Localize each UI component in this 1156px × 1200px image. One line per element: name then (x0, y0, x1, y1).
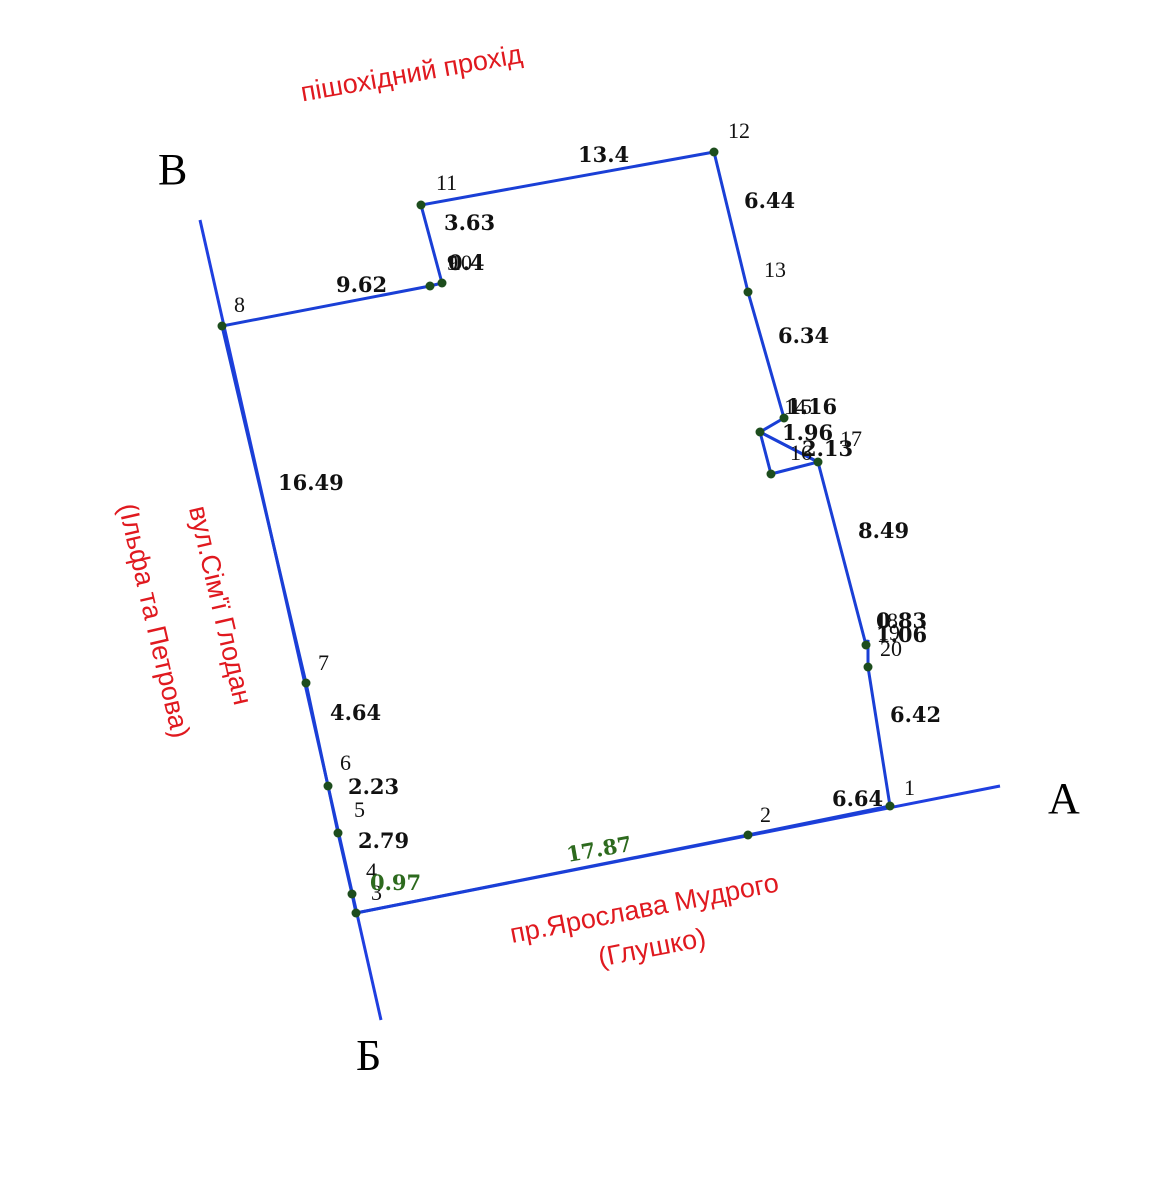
length-label-10-11: 3.63 (444, 210, 495, 235)
point-label-15: 15 (790, 394, 812, 419)
length-label-12-13: 6.44 (744, 188, 795, 213)
vertex-marker (351, 908, 361, 918)
length-label-7-8: 16.49 (278, 470, 344, 495)
point-label-20: 20 (880, 636, 902, 661)
point-label-14: 14 (784, 394, 806, 419)
length-label-5-6: 2.23 (348, 774, 399, 799)
length-label-9-10: 0.4 (448, 250, 485, 275)
plot-notch (757, 429, 823, 476)
plot-boundary (220, 150, 892, 915)
point-label-19: 19 (878, 620, 900, 645)
vertex-marker (425, 281, 435, 291)
street-name-left: вул.Сім'ї Глодан (Ільфа та Петрова) (113, 500, 258, 740)
length-label-4-5: 2.79 (358, 828, 409, 853)
point-label-4: 4 (366, 858, 377, 883)
vertex-marker (217, 321, 227, 331)
length-label-13-14: 6.34 (778, 323, 829, 348)
vertex-marker (863, 662, 873, 672)
corner-label-v: В (158, 145, 187, 194)
point-label-7: 7 (318, 650, 329, 675)
street-name-left-line1: вул.Сім'ї Глодан (183, 503, 258, 708)
length-label-19-20: 1.06 (876, 622, 927, 647)
point-label-18: 18 (876, 608, 898, 633)
street-name-top: пішохідний прохід (298, 39, 524, 108)
point-label-13: 13 (764, 257, 786, 282)
vertex-marker (301, 678, 311, 688)
street-name-left-line2: (Ільфа та Петрова) (113, 500, 196, 740)
vertex-marker (861, 640, 871, 650)
point-label-17: 17 (840, 426, 862, 451)
length-label-17-18: 8.49 (858, 518, 909, 543)
vertex-marker (766, 469, 776, 479)
vertex-marker (743, 830, 753, 840)
vertex-marker (347, 889, 357, 899)
length-label-14-15: 1.16 (786, 394, 837, 419)
length-label-20-1: 6.42 (890, 702, 941, 727)
corner-label-a: А (1048, 774, 1080, 823)
street-name-bottom: пр.Ярослава Мудрого (Глушко) (507, 867, 781, 972)
corner-label-b: Б (356, 1031, 381, 1080)
length-label-1-2: 6.64 (832, 786, 883, 811)
vertex-marker (323, 781, 333, 791)
segment-length-labels: 17.87 0.97 2.79 2.23 4.64 16.49 9.62 0.4… (278, 142, 941, 895)
vertex-marker (437, 278, 447, 288)
point-label-8: 8 (234, 292, 245, 317)
vertex-marker (743, 287, 753, 297)
point-label-16: 16 (790, 440, 812, 465)
vertex-markers (217, 147, 895, 918)
vertex-marker (885, 801, 895, 811)
vertex-marker (333, 828, 343, 838)
point-label-6: 6 (340, 750, 351, 775)
length-label-8-9: 9.62 (336, 272, 387, 297)
point-labels: 1 2 3 4 5 6 7 8 9 10 11 12 13 14 15 16 1… (234, 118, 915, 905)
point-label-2: 2 (760, 802, 771, 827)
vertex-marker (416, 200, 426, 210)
length-label-18-19: 0.83 (876, 608, 927, 633)
point-label-12: 12 (728, 118, 750, 143)
length-label-3-4: 0.97 (370, 870, 421, 895)
length-label-6-7: 4.64 (330, 700, 381, 725)
point-label-11: 11 (436, 170, 457, 195)
vertex-marker (709, 147, 719, 157)
point-label-9: 9 (447, 250, 458, 275)
vertex-marker (755, 427, 765, 437)
point-label-5: 5 (354, 797, 365, 822)
length-label-15-16: 1.96 (782, 420, 833, 445)
length-label-11-12: 13.4 (578, 142, 629, 167)
vertex-marker (813, 457, 823, 467)
length-label-16-17: 2.13 (802, 436, 853, 461)
point-label-1: 1 (904, 775, 915, 800)
point-label-10: 10 (450, 250, 472, 275)
vertex-marker (779, 413, 789, 423)
street-name-bottom-line2: (Глушко) (595, 922, 708, 972)
point-label-3: 3 (371, 880, 382, 905)
